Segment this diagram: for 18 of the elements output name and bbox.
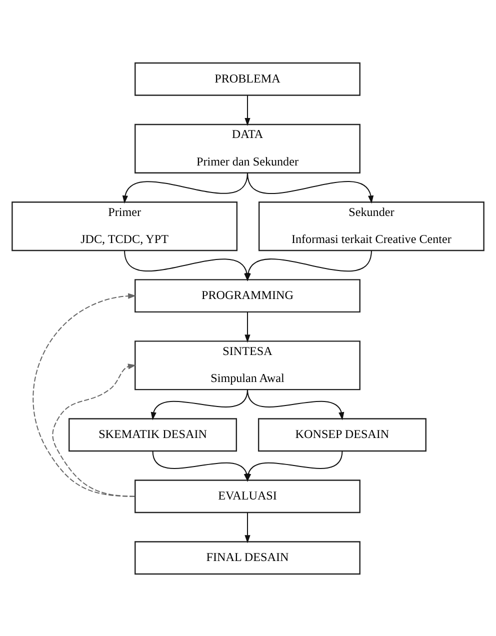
node-box: PROBLEMA [134, 62, 360, 96]
arrow [247, 388, 344, 420]
node-box: FINAL DESAIN [134, 540, 360, 574]
arrow [246, 450, 343, 482]
node-box: PROGRAMMING [134, 278, 360, 312]
node-box: Sekunder Informasi terkait Creative Center [258, 201, 484, 251]
node-box: Primer JDC, TCDC, YPT [12, 201, 238, 251]
arrow [247, 172, 374, 204]
node-box: SINTESA Simpulan Awal [134, 340, 360, 390]
node-box: DATA Primer dan Sekunder [134, 123, 360, 173]
arrow [244, 512, 250, 543]
node-box: KONSEP DESAIN [258, 418, 426, 452]
arrow [244, 311, 250, 342]
arrow [244, 94, 250, 126]
node-box: EVALUASI [134, 479, 360, 513]
arrow [32, 292, 136, 496]
node-box: SKEMATIK DESAIN [68, 418, 238, 452]
arrow [52, 363, 136, 496]
